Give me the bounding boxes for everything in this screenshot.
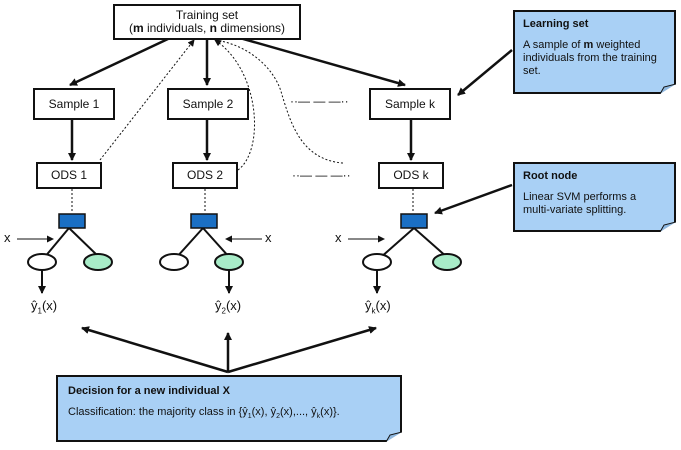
training-set-title: Training set bbox=[175, 8, 239, 22]
ellipsis-ods: ··— — —·· bbox=[292, 168, 351, 182]
leaf-right-k bbox=[432, 253, 462, 271]
input-label-2: x bbox=[265, 230, 272, 245]
arrow-training-to-sample1 bbox=[69, 36, 171, 87]
learning-set-body: A sample of m weighted individuals from … bbox=[523, 39, 657, 77]
arrow-training-to-samplek bbox=[239, 36, 406, 87]
root-node-2 bbox=[190, 213, 218, 229]
input-label-k: x bbox=[335, 230, 342, 245]
ods-k-box: ODS k bbox=[378, 162, 444, 189]
pointer-root-node bbox=[434, 183, 513, 215]
prediction-2: ŷ2(x) bbox=[215, 298, 242, 316]
decision-title: Decision for a new individual X bbox=[68, 385, 230, 397]
learning-set-note: Learning set A sample of m weighted indi… bbox=[513, 10, 676, 94]
leaf-left-2 bbox=[159, 253, 189, 271]
dotted-ods2-to-training bbox=[214, 39, 255, 171]
note-fold-icon bbox=[660, 84, 676, 94]
prediction-k: ŷk(x) bbox=[365, 298, 391, 316]
decision-note: Decision for a new individual X Classifi… bbox=[56, 375, 402, 442]
arrow-decision-to-pred1 bbox=[81, 326, 229, 374]
root-node-1 bbox=[58, 213, 86, 229]
root-node-note: Root node Linear SVM performs a multi-va… bbox=[513, 162, 676, 232]
sample-2-box: Sample 2 bbox=[167, 88, 249, 120]
pointer-learning-set bbox=[457, 49, 513, 96]
ellipsis-samples: ··— — —·· bbox=[290, 94, 349, 108]
tree-1 bbox=[17, 213, 113, 294]
root-node-k bbox=[400, 213, 428, 229]
root-node-title: Root node bbox=[523, 170, 578, 182]
leaf-left-k bbox=[362, 253, 392, 271]
root-node-body: Linear SVM performs a multi-variate spli… bbox=[523, 191, 637, 216]
leaf-right-1 bbox=[83, 253, 113, 271]
dotted-ods1-to-training bbox=[99, 39, 195, 161]
decision-body: Classification: the majority class in {ŷ… bbox=[68, 406, 340, 421]
ods-1-box: ODS 1 bbox=[36, 162, 102, 189]
arrow-decision-to-predk bbox=[227, 326, 377, 374]
leaf-right-2 bbox=[214, 253, 244, 271]
ods-2-box: ODS 2 bbox=[172, 162, 238, 189]
learning-set-title: Learning set bbox=[523, 18, 589, 30]
leaf-left-1 bbox=[27, 253, 57, 271]
note-fold-icon bbox=[386, 432, 402, 442]
note-fold-icon bbox=[660, 222, 676, 232]
training-set-box: Training set (m individuals, n dimension… bbox=[113, 4, 301, 40]
tree-2 bbox=[159, 213, 262, 294]
input-label-1: x bbox=[4, 230, 11, 245]
tree-k bbox=[348, 213, 462, 294]
prediction-1: ŷ1(x) bbox=[31, 298, 58, 316]
sample-1-box: Sample 1 bbox=[33, 88, 115, 120]
training-set-subtitle: (m individuals, n dimensions) bbox=[128, 21, 286, 35]
sample-k-box: Sample k bbox=[369, 88, 451, 120]
